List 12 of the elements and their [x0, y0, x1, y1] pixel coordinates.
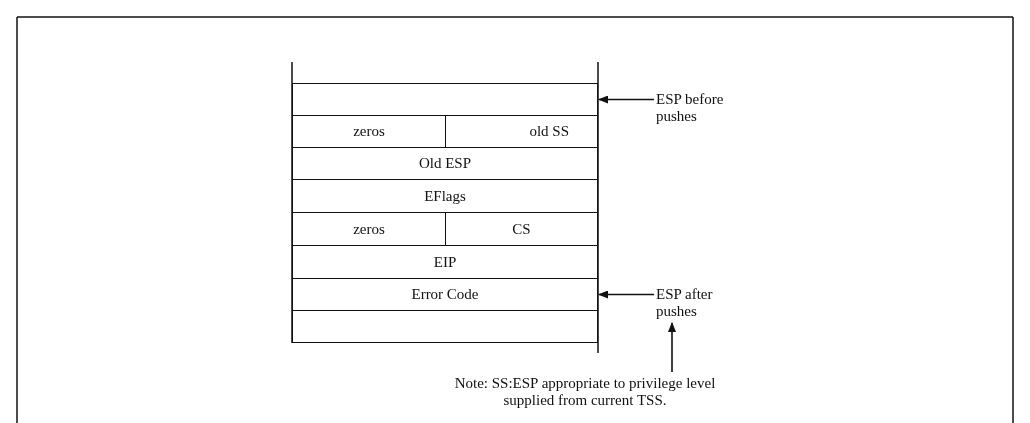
stack-cell: EIP	[292, 245, 598, 279]
stack-cell: Error Code	[292, 278, 598, 311]
pointer-label: ESP after pushes	[656, 286, 714, 320]
stack-cell: EFlags	[292, 179, 598, 213]
pointer-label: ESP before pushes	[656, 91, 725, 125]
note-text: Note: SS:ESP appropriate to privilege level supplied from current TSS.	[453, 375, 717, 409]
arrow	[668, 322, 676, 373]
empty-stack-cell	[292, 310, 598, 343]
stack-cell: Old ESP	[292, 147, 598, 180]
arrow	[598, 290, 655, 299]
arrow	[598, 95, 655, 104]
empty-stack-cell	[292, 83, 598, 116]
